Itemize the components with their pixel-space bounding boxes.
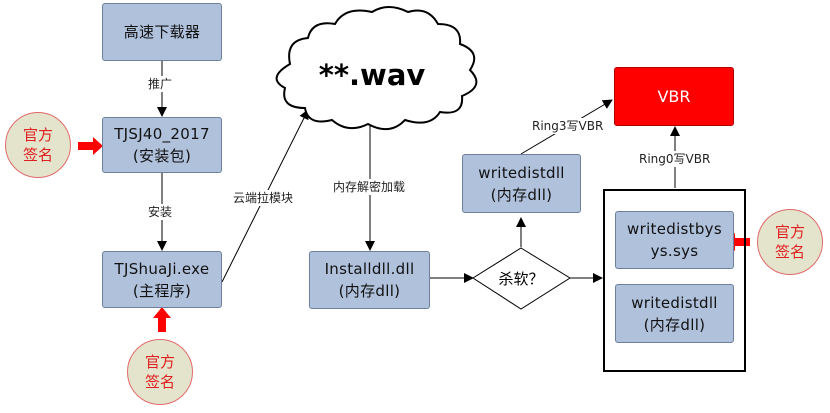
edge-label-mem-decrypt: 内存解密加载 xyxy=(332,179,407,195)
writedistbys-sys-node: writedistbys ys.sys xyxy=(615,211,734,269)
red-arrow-left-icon xyxy=(78,137,103,155)
vbr-node: VBR xyxy=(614,67,734,126)
downloader-label: 高速下载器 xyxy=(123,23,201,41)
writedistdll-bottom-subtitle: (内存dll) xyxy=(643,315,706,334)
cloud-label: **.wav xyxy=(319,58,426,92)
tjshuaji-main-node: TJShuaJi.exe (主程序) xyxy=(102,251,222,308)
writedistdll-bottom-name: writedistdll xyxy=(631,293,718,312)
seal-line2: 签名 xyxy=(22,146,53,164)
writedistbys-line2: ys.sys xyxy=(650,242,699,260)
seal-line2: 签名 xyxy=(774,243,805,261)
red-arrow-up-icon xyxy=(153,307,171,332)
kernel-group-box xyxy=(603,189,746,372)
decision-diamond xyxy=(472,247,571,310)
downloader-node: 高速下载器 xyxy=(102,3,222,61)
official-signature-seal-tjshuaji: 官方 签名 xyxy=(127,339,193,405)
edge-label-cloud-pull: 云端拉模块 xyxy=(232,190,295,206)
tjshuaji-name: TJShuaJi.exe xyxy=(114,259,210,278)
vbr-label: VBR xyxy=(657,87,691,106)
decision-label: 杀软？ xyxy=(498,270,543,288)
writedistdll-top-subtitle: (内存dll) xyxy=(490,185,553,204)
seal-line1: 官方 xyxy=(22,126,53,144)
installdll-name: Installdll.dll xyxy=(324,260,415,278)
official-signature-seal-tjsj: 官方 签名 xyxy=(5,112,71,178)
cloud-shape xyxy=(275,6,478,131)
writedistdll-top-name: writedistdll xyxy=(478,163,565,182)
tjshuaji-subtitle: (主程序) xyxy=(132,281,192,300)
edge-label-ring3: Ring3写VBR xyxy=(531,118,605,134)
tjsj-name: TJSJ40_2017 xyxy=(114,125,210,143)
seal-line2: 签名 xyxy=(144,373,175,391)
edge-label-ring0: Ring0写VBR xyxy=(638,151,712,167)
edge-label-promote: 推广 xyxy=(147,76,174,92)
seal-line1: 官方 xyxy=(774,223,805,241)
tjsj-installer-node: TJSJ40_2017 (安装包) xyxy=(102,117,222,173)
writedistdll-bottom-node: writedistdll (内存dll) xyxy=(615,284,734,343)
writedistbys-line1: writedistbys xyxy=(627,220,722,238)
installdll-node: Installdll.dll (内存dll) xyxy=(309,251,430,309)
edge-label-install: 安装 xyxy=(147,204,174,220)
seal-line1: 官方 xyxy=(144,353,175,371)
writedistdll-top-node: writedistdll (内存dll) xyxy=(462,154,581,213)
installdll-subtitle: (内存dll) xyxy=(338,282,401,300)
tjsj-subtitle: (安装包) xyxy=(132,147,192,165)
official-signature-seal-driver: 官方 签名 xyxy=(757,209,823,275)
